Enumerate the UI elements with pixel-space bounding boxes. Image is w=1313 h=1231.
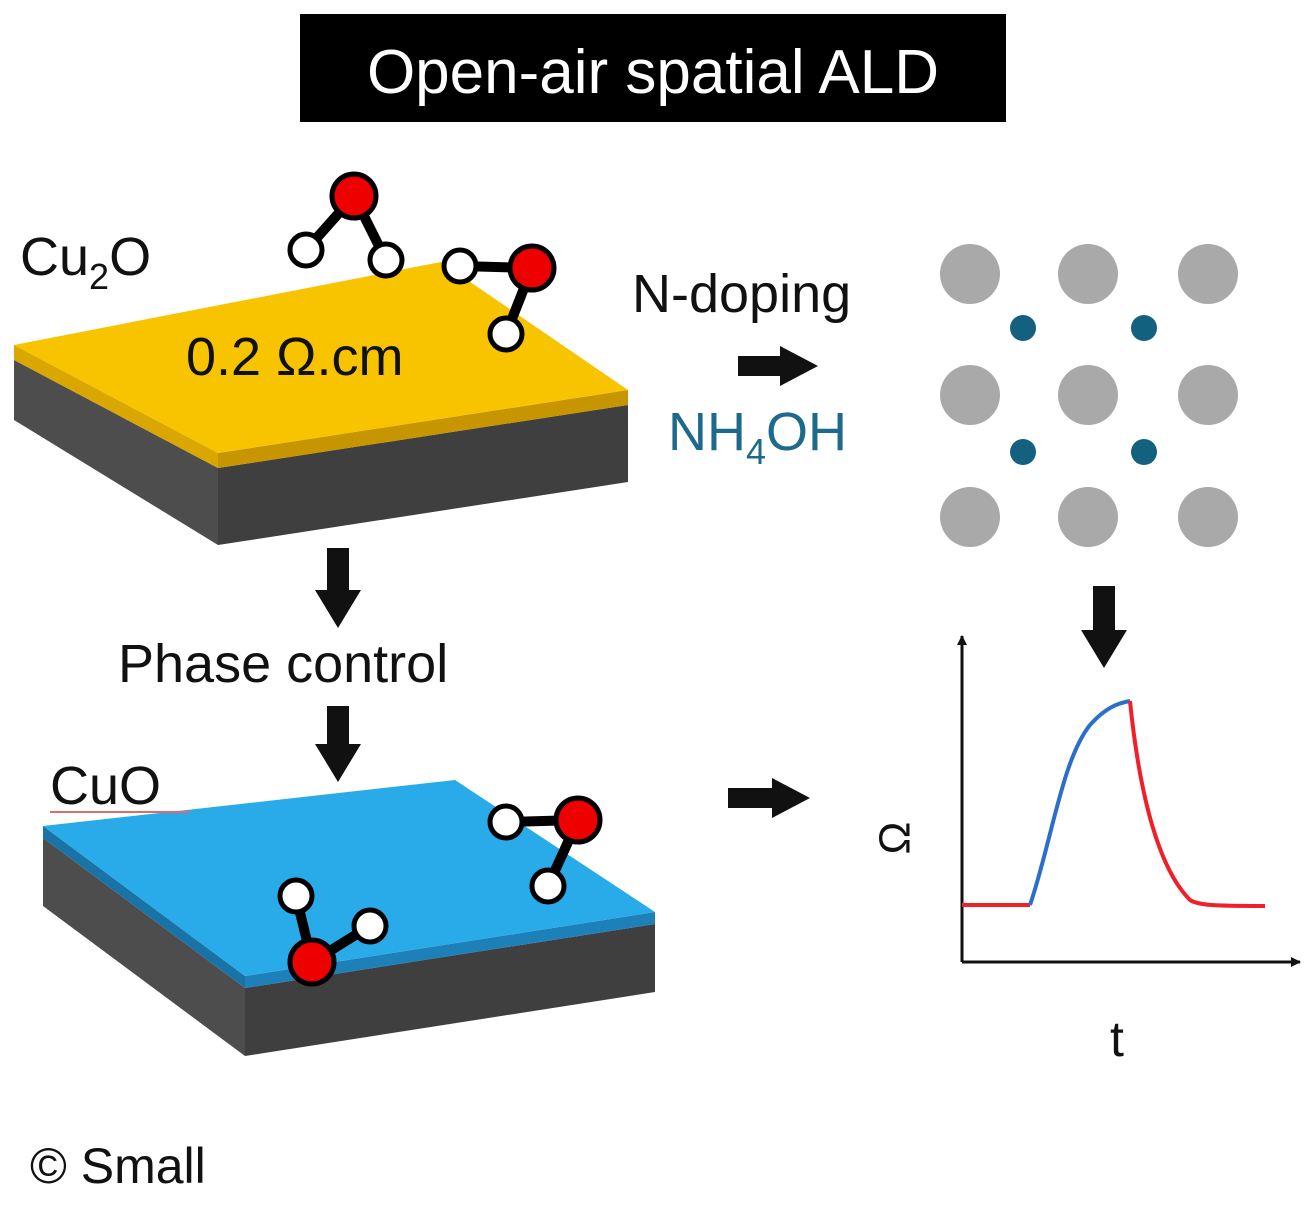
dopant-atom — [1131, 439, 1157, 465]
n-doping-label: N-doping — [632, 264, 851, 324]
hydrogen-atom — [529, 867, 567, 905]
cu2o-slab — [14, 262, 628, 545]
x-axis-label: t — [1110, 1011, 1124, 1067]
decay-curve — [1128, 700, 1266, 908]
hydrogen-atom — [367, 241, 405, 279]
y-axis-label: Ω — [871, 822, 920, 855]
title-text: Open-air spatial ALD — [367, 38, 939, 107]
hydrogen-atom — [351, 907, 389, 945]
host-atom — [940, 487, 1000, 547]
cuo-label: CuO — [50, 756, 161, 816]
resistivity-label: 0.2 Ω.cm — [186, 327, 403, 387]
hydrogen-atom — [277, 877, 315, 915]
cuo-substrate-left — [43, 838, 245, 1056]
oxygen-atom — [553, 795, 603, 845]
host-atom — [940, 244, 1000, 304]
cuo-film-front — [43, 826, 245, 988]
cu2o-substrate-left — [14, 360, 218, 545]
copyright-text: © Small — [30, 1138, 206, 1194]
cu2o-label: Cu2O — [20, 227, 151, 297]
oxygen-atom — [507, 243, 557, 293]
water-molecule — [287, 171, 405, 279]
doped-lattice — [940, 244, 1238, 547]
water-molecule — [277, 877, 389, 987]
arrow-right-icon — [738, 346, 818, 386]
cu2o-film-side — [218, 390, 628, 468]
host-atom — [1178, 365, 1238, 425]
arrow-right-icon — [728, 778, 810, 818]
cuo-substrate-right — [245, 924, 655, 1056]
host-atom — [1178, 487, 1238, 547]
phase-control-label: Phase control — [118, 634, 448, 694]
host-atom — [1058, 365, 1118, 425]
dopant-atom — [1010, 439, 1036, 465]
hydrogen-atom — [441, 247, 479, 285]
cu2o-film-front — [14, 345, 218, 468]
arrow-down-icon — [315, 706, 361, 782]
cuo-film-side — [245, 912, 655, 988]
hydrogen-atom — [487, 315, 525, 353]
cu2o-film-top — [14, 262, 628, 453]
hydrogen-atom — [287, 231, 325, 269]
water-molecule — [441, 243, 557, 353]
host-atom — [1058, 244, 1118, 304]
dopant-atom — [1010, 315, 1036, 341]
host-atom — [1058, 487, 1118, 547]
rise-curve — [1028, 699, 1131, 906]
oxygen-atom — [287, 937, 337, 987]
arrow-down-icon — [1081, 586, 1127, 668]
oxygen-atom — [329, 171, 379, 221]
arrow-down-icon — [315, 548, 361, 628]
water-molecule — [487, 795, 603, 905]
title-banner: Open-air spatial ALD — [300, 14, 1006, 122]
dopant-atom — [1131, 315, 1157, 341]
response-plot: Ω t — [871, 635, 1301, 1067]
host-atom — [940, 365, 1000, 425]
hydrogen-atom — [487, 803, 525, 841]
host-atom — [1178, 244, 1238, 304]
cu2o-substrate-right — [218, 405, 628, 545]
nh4oh-label: NH4OH — [668, 402, 847, 472]
